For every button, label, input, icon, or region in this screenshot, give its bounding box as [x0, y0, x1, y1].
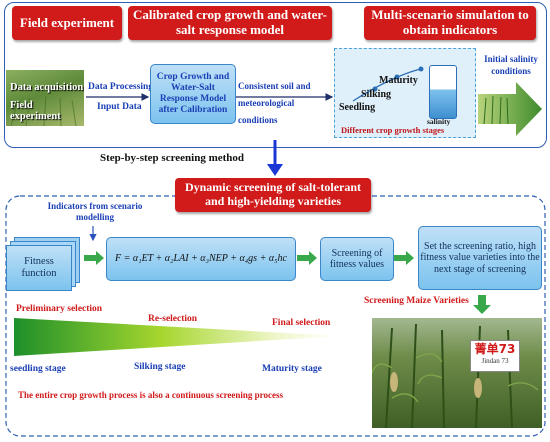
green-flow-arrows	[84, 251, 491, 314]
maturity-stage-label: Maturity stage	[262, 364, 322, 374]
continuous-process-label: The entire crop growth process is also a…	[18, 390, 284, 400]
final-selection-label: Final selection	[272, 318, 331, 328]
screening-fitness-node: Screening of fitness values	[320, 237, 394, 281]
growth-stages-panel: Maturity Silking Seedling salinity Diffe…	[334, 48, 476, 138]
stages-curve	[352, 66, 424, 102]
multi-scenario-box: Multi-scenario simulation to obtain indi…	[364, 6, 536, 40]
blue-down-head	[267, 164, 283, 176]
seedling-stage-label: seedling stage	[10, 364, 66, 374]
input-data-label: Input Data	[97, 102, 142, 112]
variety-sign-main: 菁单73	[474, 342, 516, 356]
seedling-label: Seedling	[339, 102, 376, 113]
fitness-equation: F = α₁ET + α₂LAI + α₃NEP + α₄gs + α₅hc	[106, 237, 296, 281]
indicators-label: Indicators from scenario modelling	[47, 201, 143, 222]
calibrated-model-box: Calibrated crop growth and water-salt re…	[128, 6, 332, 40]
calibrated-model-node: Crop Growth and Water-Salt Response Mode…	[150, 64, 236, 124]
field-photo: Data acquisition Field experiment	[6, 70, 84, 126]
maize-photo-plants	[372, 323, 539, 428]
preliminary-selection-label: Preliminary selection	[16, 304, 103, 314]
variety-sign: 菁单73 Jindan 73	[470, 340, 520, 372]
reselection-label: Re-selection	[148, 314, 198, 324]
variety-sign-sub: Jindan 73	[481, 357, 509, 365]
fitness-function-node: Fitness function	[6, 245, 72, 291]
silking-label: Silking	[361, 89, 392, 100]
salinity-label: salinity	[427, 117, 451, 126]
salinity-field-arrow	[478, 82, 542, 136]
step-by-step-label: Step-by-step screening method	[100, 152, 245, 164]
silking-stage-label: Silking stage	[134, 362, 186, 372]
photo-label-2: Field experiment	[10, 100, 61, 122]
stages-caption: Different crop growth stages	[341, 125, 445, 135]
maize-photo: 菁单73 Jindan 73	[372, 318, 542, 428]
salinity-cylinder	[429, 65, 457, 119]
photo-label-1: Data acquisition	[10, 82, 84, 93]
set-ratio-node: Set the screening ratio, high fitness va…	[418, 226, 542, 290]
field-photo-texture	[10, 95, 77, 126]
screening-maize-label: Screening Maize Varieties	[364, 296, 469, 306]
consistent-conditions-label: Consistent soil and meteorological condi…	[238, 81, 311, 126]
maturity-label: Maturity	[379, 75, 418, 86]
initial-salinity-label: Initial salinity conditions	[484, 54, 538, 76]
dynamic-screening-box: Dynamic screening of salt-tolerant and h…	[175, 178, 371, 212]
field-experiment-box: Field experiment	[12, 6, 122, 40]
data-processing-label: Data Processing	[88, 82, 153, 92]
